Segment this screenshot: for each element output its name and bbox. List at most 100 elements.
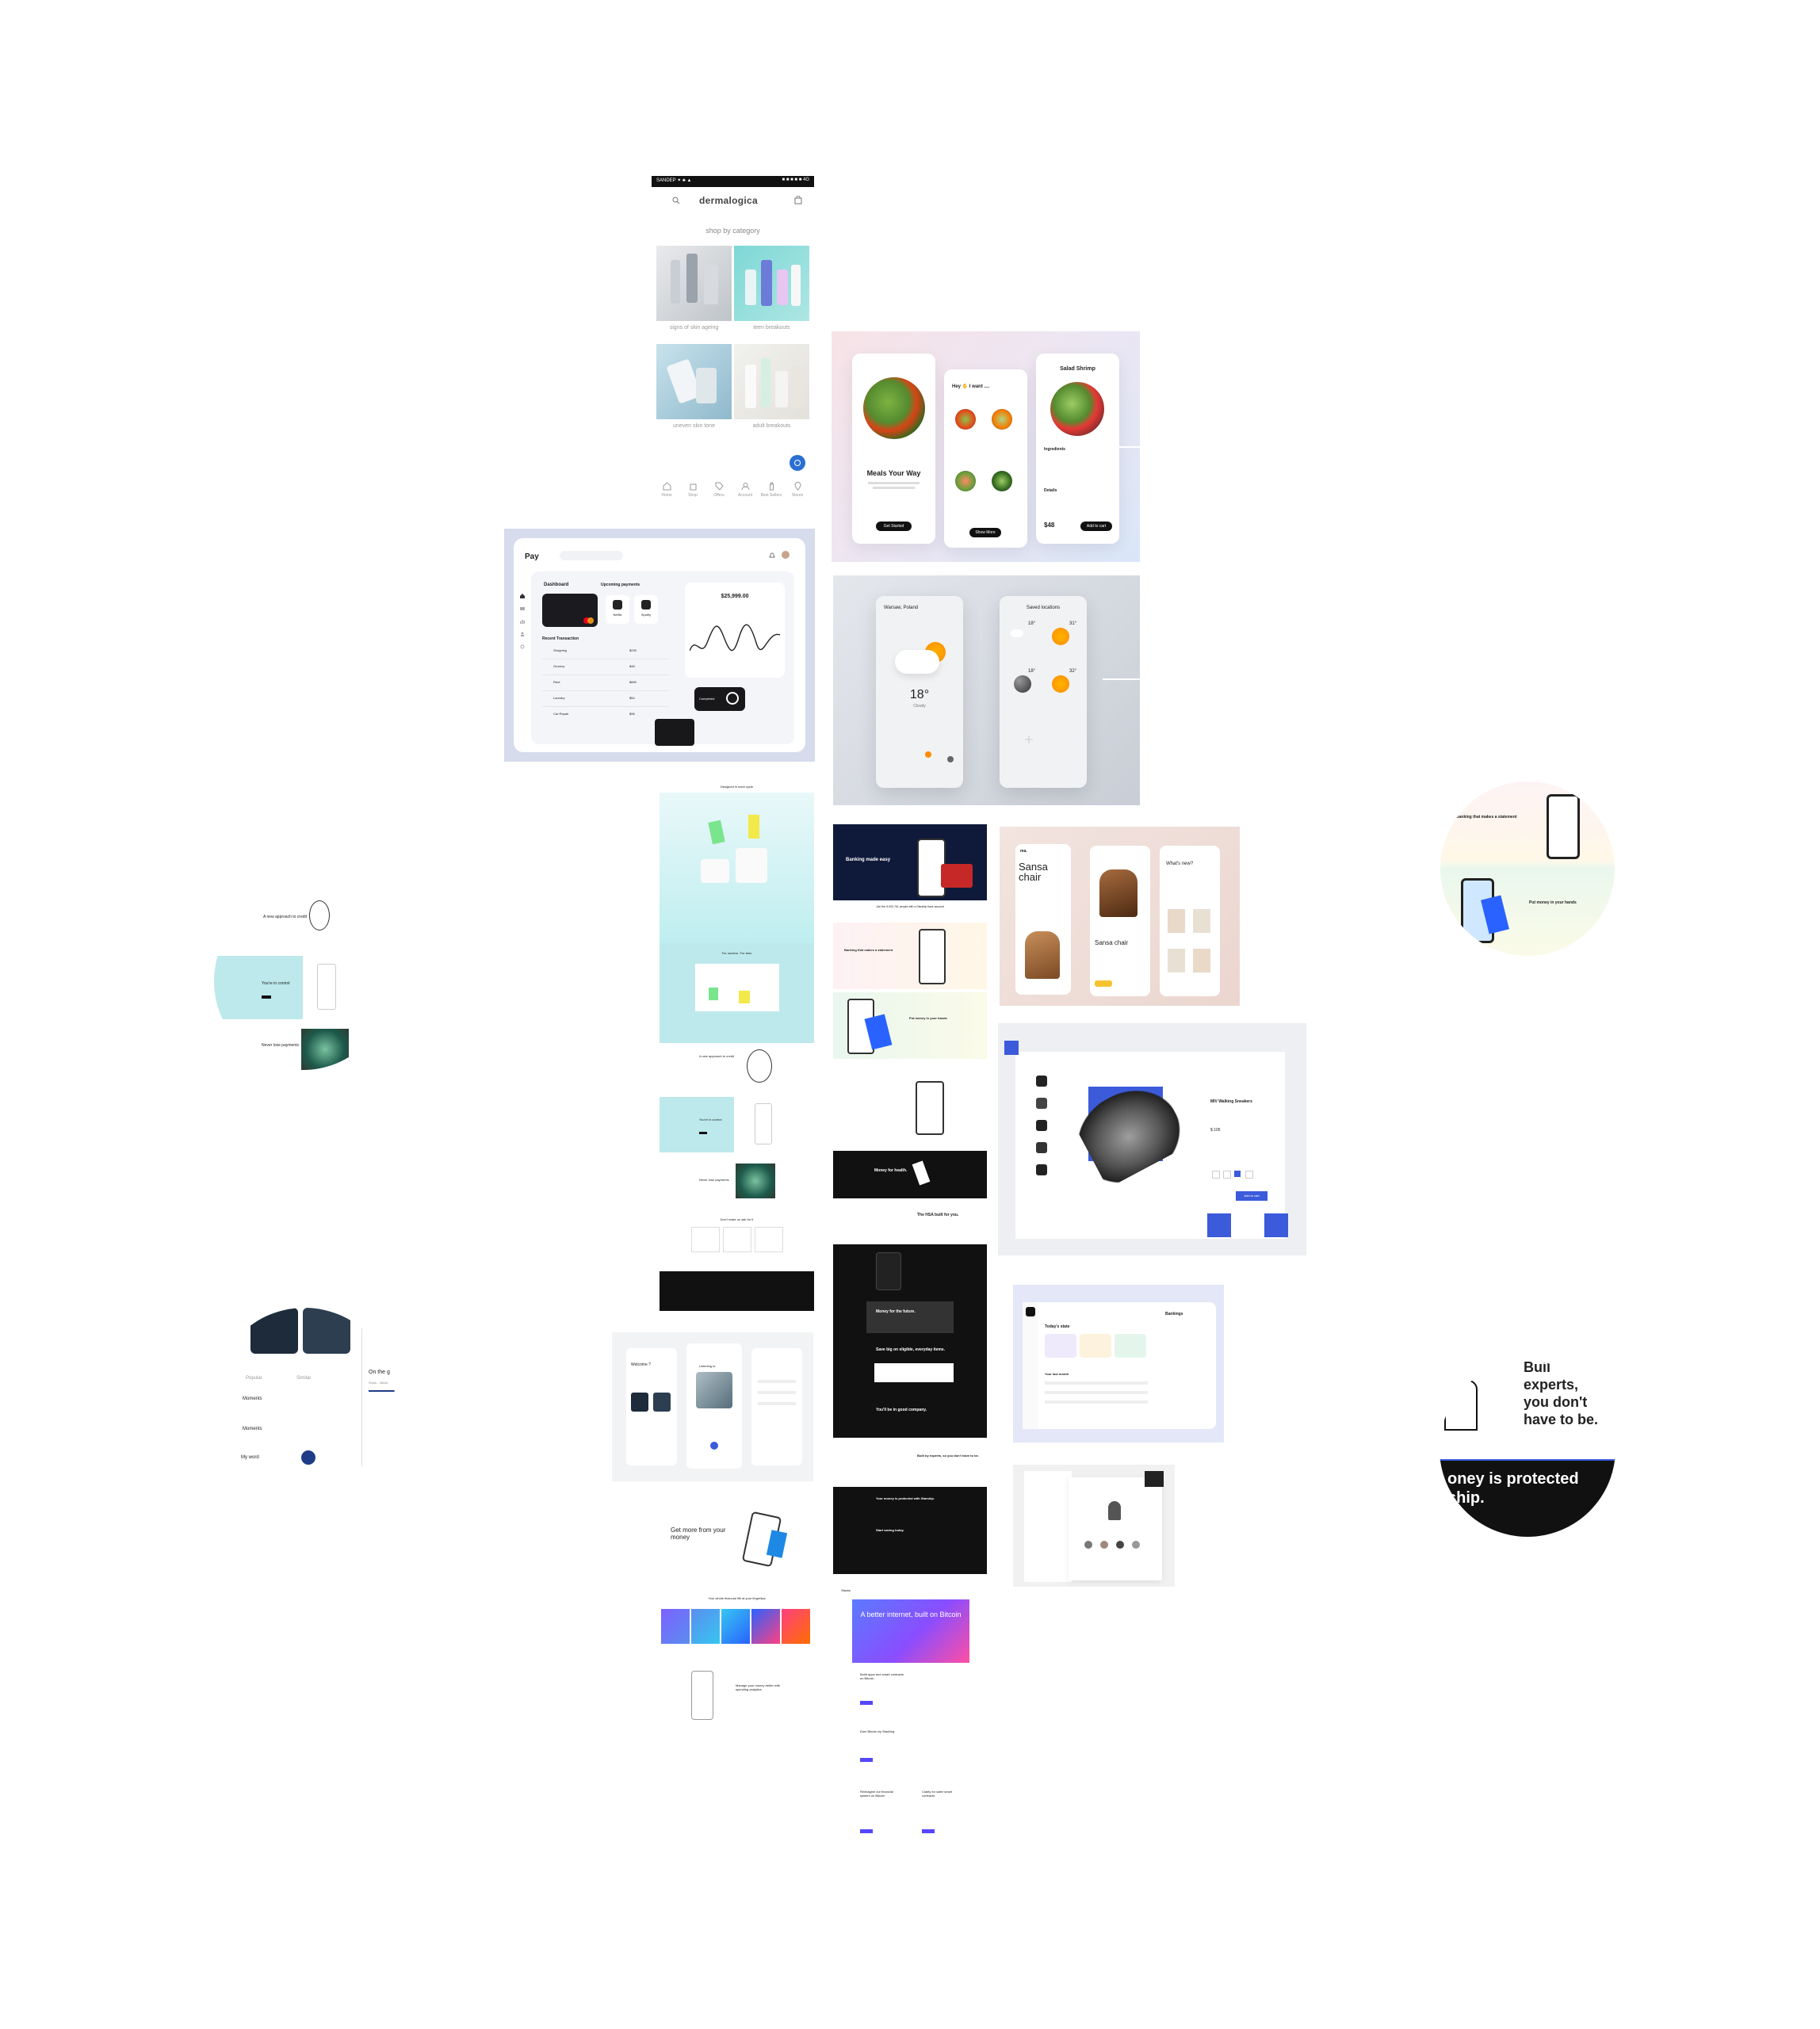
chart-icon[interactable]	[520, 619, 525, 624]
saved-location-tile[interactable]: 32°	[1046, 667, 1079, 702]
chat-button[interactable]	[790, 455, 805, 471]
nav-item-shop[interactable]: Shop	[681, 480, 705, 509]
section-title: Your money is protected with Starship.	[876, 1496, 935, 1500]
saved-location-tile[interactable]: 18°	[1008, 620, 1041, 655]
section-payments: Never lose payments	[660, 1164, 814, 1211]
cta-button[interactable]	[922, 1829, 935, 1833]
buy-button[interactable]	[1095, 980, 1112, 987]
upcoming-payment-tile[interactable]: Spotify	[634, 595, 658, 624]
nav-label: Stores	[791, 493, 804, 498]
page-right	[1069, 1477, 1162, 1580]
app-logo[interactable]: Pay	[525, 552, 539, 561]
chair-thumb	[1193, 909, 1210, 933]
cta-button[interactable]	[860, 1758, 873, 1762]
photo	[736, 1164, 775, 1198]
table-row[interactable]: Grocery $48	[542, 660, 669, 675]
search-input[interactable]	[560, 551, 623, 560]
album-card[interactable]	[631, 1393, 648, 1412]
upcoming-payment-tile[interactable]: Netflix	[606, 595, 629, 624]
get-started-button[interactable]: Get Started	[876, 522, 912, 531]
finance-window: Today's state Your last month Bankings	[1023, 1302, 1216, 1429]
track-title[interactable]: Moments	[243, 1397, 262, 1401]
weather-app-shot: Warsaw, Poland 18° Cloudy Saved location…	[833, 575, 1140, 805]
add-icon[interactable]	[1025, 736, 1033, 743]
category-tile[interactable]	[734, 344, 809, 419]
table-row[interactable]: Shopping $230	[542, 644, 669, 659]
play-button[interactable]	[301, 1450, 315, 1465]
location-pin-icon	[793, 482, 802, 491]
size-option[interactable]	[1234, 1171, 1241, 1177]
banking-landing-shot: Banking made easy Join the 5,000,761 peo…	[833, 824, 987, 1707]
finance-dashboard-shot: Today's state Your last month Bankings	[1013, 1285, 1224, 1442]
size-option[interactable]	[1245, 1171, 1253, 1179]
dish-thumb[interactable]	[992, 409, 1012, 430]
category-label[interactable]: signs of skin ageing	[669, 325, 719, 331]
section-title: What's new?	[1166, 862, 1194, 866]
category-tile[interactable]	[734, 246, 809, 321]
category-tile[interactable]	[656, 246, 732, 321]
tab-similar[interactable]: Similar	[296, 1376, 312, 1381]
cta-button[interactable]	[860, 1829, 873, 1833]
thumbnail[interactable]	[1036, 1120, 1047, 1131]
thumbnail[interactable]	[1036, 1098, 1047, 1109]
home-icon[interactable]	[520, 594, 525, 598]
bell-icon[interactable]	[769, 552, 775, 559]
saved-location-tile[interactable]: 18°	[1008, 667, 1041, 702]
category-label[interactable]: teen breakouts	[753, 325, 790, 331]
category-label[interactable]: uneven skin tone	[673, 423, 715, 429]
section-title: Built by experts, so you don't have to b…	[917, 1454, 979, 1458]
saved-location-tile[interactable]: 31°	[1046, 620, 1079, 655]
thumbnail[interactable]	[1036, 1164, 1047, 1175]
nav-item-home[interactable]: Home	[655, 480, 679, 509]
add-to-cart-button[interactable]: Add to cart	[1080, 522, 1112, 531]
table-row[interactable]: Car Repair $96	[542, 708, 669, 722]
nav-item-best-sellers[interactable]: Best Sellers	[759, 480, 783, 509]
credit-card[interactable]	[542, 594, 598, 627]
dish-thumb[interactable]	[992, 471, 1012, 491]
chat-icon	[793, 459, 801, 467]
category-tile[interactable]	[656, 344, 732, 419]
location-temp: 32°	[1069, 669, 1077, 674]
wallet-image	[941, 864, 973, 888]
app-icon[interactable]	[1026, 1307, 1035, 1316]
category-label[interactable]: adult breakouts	[752, 423, 791, 429]
screen-title: Hey ✋ I want ....	[952, 384, 990, 389]
section-title: Dashboard	[544, 583, 569, 587]
location-temp: 18°	[1028, 621, 1036, 626]
size-option[interactable]	[1223, 1171, 1231, 1179]
nav-item-account[interactable]: Account	[733, 480, 757, 509]
add-to-cart-button[interactable]: Add to cart	[1236, 1191, 1268, 1201]
track-title[interactable]: Moments	[243, 1427, 262, 1431]
chair-image	[1025, 931, 1060, 979]
transaction-amount: $48	[629, 664, 635, 668]
album-card[interactable]	[653, 1393, 671, 1412]
user-icon[interactable]	[520, 632, 525, 636]
avatar[interactable]	[782, 551, 790, 559]
brand-logo[interactable]: dermalogica	[699, 195, 758, 206]
progress-widget[interactable]: Completed	[694, 687, 745, 711]
thumbnail[interactable]	[1036, 1076, 1047, 1087]
nav-item-stores[interactable]: Stores	[786, 480, 809, 509]
logo-square[interactable]	[1004, 1041, 1019, 1055]
play-button[interactable]	[710, 1442, 718, 1450]
search-icon[interactable]	[672, 197, 680, 204]
gear-icon[interactable]	[520, 644, 525, 649]
dish-thumb[interactable]	[955, 471, 976, 491]
size-option[interactable]	[1212, 1171, 1220, 1179]
cta-button[interactable]	[860, 1701, 873, 1705]
home-icon	[663, 482, 671, 491]
card-icon[interactable]	[520, 606, 525, 611]
tab-popular[interactable]: Popular	[246, 1376, 262, 1381]
show-more-button[interactable]: Show More	[969, 528, 1001, 537]
illustration	[309, 900, 330, 930]
stat-card	[1045, 1334, 1076, 1358]
dish-thumb[interactable]	[955, 409, 976, 430]
bag-icon[interactable]	[794, 196, 802, 204]
section-title: You're in control	[262, 981, 290, 986]
table-row[interactable]: Rent $890	[542, 676, 669, 691]
nav-item-offers[interactable]: Offers	[707, 480, 731, 509]
sansa-chair-shot: ma. Sansa chair Sansa chair What's new?	[1000, 827, 1240, 1006]
table-row[interactable]: Laundry $54	[542, 692, 669, 707]
side-screen: On the g Show – Block	[361, 1324, 395, 1466]
thumbnail[interactable]	[1036, 1142, 1047, 1153]
